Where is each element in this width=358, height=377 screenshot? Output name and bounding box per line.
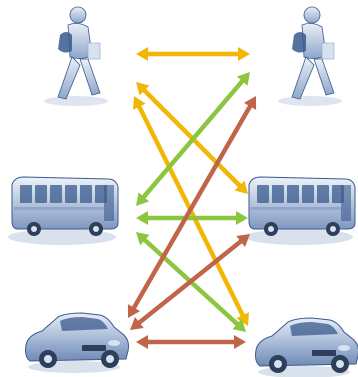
arrowhead-start bbox=[136, 47, 148, 61]
arrowhead-end bbox=[238, 47, 250, 61]
arrowhead-end bbox=[236, 211, 248, 225]
arrowhead-end bbox=[243, 96, 257, 110]
arrow-shaft bbox=[135, 237, 245, 327]
arrowhead-start bbox=[133, 96, 146, 110]
arrowhead-start bbox=[127, 304, 141, 318]
bus-icon bbox=[8, 176, 119, 245]
arrow-shaft bbox=[140, 77, 246, 201]
arrow-car-left-to-bus-right bbox=[130, 234, 250, 330]
car-icon bbox=[255, 317, 358, 377]
arrow-bus-left-to-bus-right bbox=[136, 211, 248, 225]
arrowhead-end bbox=[234, 335, 246, 349]
arrow-bus-left-to-pedestrian-right bbox=[136, 72, 250, 206]
arrowhead-end bbox=[236, 72, 250, 86]
arrowhead-start bbox=[136, 211, 148, 225]
arrowhead-start bbox=[136, 335, 148, 349]
arrow-pedestrian-left-to-pedestrian-right bbox=[136, 47, 250, 61]
arrowhead-start bbox=[136, 232, 150, 246]
arrowhead-end bbox=[236, 234, 250, 247]
arrowhead-end bbox=[234, 180, 248, 194]
pedestrian-icon bbox=[44, 6, 108, 106]
pedestrian-icon bbox=[278, 6, 342, 106]
arrow-car-left-to-pedestrian-right bbox=[127, 96, 257, 318]
arrowhead-end bbox=[232, 318, 246, 332]
arrow-shaft bbox=[130, 102, 254, 312]
car-icon bbox=[25, 312, 129, 373]
arrowhead-start bbox=[130, 317, 144, 330]
arrowhead-start bbox=[136, 82, 150, 96]
bus-icon bbox=[245, 176, 356, 245]
arrow-car-left-to-car-right bbox=[136, 335, 246, 349]
arrowhead-start bbox=[136, 192, 150, 206]
arrowhead-end bbox=[236, 312, 249, 326]
